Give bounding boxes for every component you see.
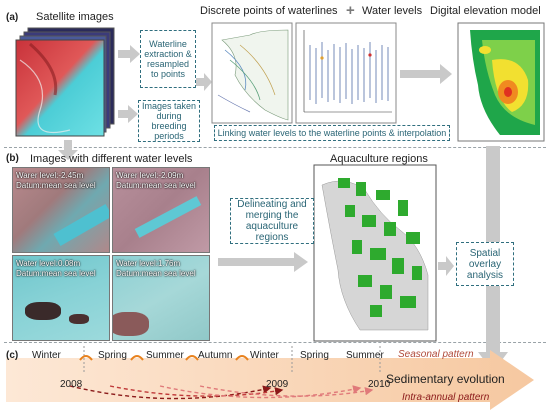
separator-bc (4, 342, 546, 343)
timeline-band (6, 346, 534, 410)
box-linking-water-levels: Linking water levels to the waterline po… (214, 125, 450, 141)
dem-map (457, 22, 545, 142)
title-images-levels: Images with different water levels (30, 153, 193, 165)
waterline-map (211, 22, 293, 124)
seasonal-arrows (79, 355, 249, 361)
thumb-water-level-3: Water level:0.08m Datum:mean sea level (12, 255, 110, 341)
water-level-plot (295, 22, 397, 124)
box-spatial-overlay: Spatial overlay analysis (456, 242, 514, 286)
aquaculture-map (313, 164, 437, 342)
season-label: Summer (346, 350, 384, 361)
year-label: 2010 (368, 379, 391, 390)
thumb-level-text: Water level:0.08m (16, 259, 81, 268)
thumb-level-text: Warer level:-2.45m (16, 171, 84, 180)
title-water-levels: Water levels (362, 5, 423, 17)
thumb-datum-text: Datum:mean sea level (16, 269, 96, 278)
sedimentary-evolution-label: Sedimentary evolution (386, 372, 505, 386)
panel-label-a: (a) (6, 12, 19, 23)
box-delineating: Delineating and merging the aquaculture … (230, 198, 314, 244)
season-label: Winter (32, 350, 61, 361)
thumb-level-text: Water level:1.76m (116, 259, 181, 268)
season-label: Spring (98, 350, 127, 361)
thumb-water-level-2: Warer level:-2.09m Datum:mean sea level (112, 167, 210, 253)
satellite-image-stack (15, 27, 115, 137)
season-label: Autumn (198, 350, 233, 361)
thumb-water-level-4: Water level:1.76m Datum:mean sea level (112, 255, 210, 341)
title-aquaculture: Aquaculture regions (330, 153, 428, 165)
box-breeding-periods: Images taken during breeding periods (138, 100, 200, 142)
title-dem: Digital elevation model (430, 5, 541, 17)
seasonal-pattern-label: Seasonal pattern (398, 349, 474, 360)
box-waterline-extraction: Waterline extraction & resampled to poin… (140, 30, 196, 88)
plus-sign: + (346, 2, 355, 19)
thumb-datum-text: Datum:mean sea level (116, 181, 196, 190)
thumb-level-text: Warer level:-2.09m (116, 171, 184, 180)
separator-ab (4, 147, 546, 148)
intra-annual-pattern-label: Intra-annual pattern (402, 392, 490, 403)
thumb-datum-text: Datum:mean sea level (16, 181, 96, 190)
season-label: Winter (250, 350, 279, 361)
panel-label-c: (c) (6, 350, 19, 361)
intra-annual-arcs (69, 385, 374, 400)
thumb-datum-text: Datum:mean sea level (116, 269, 196, 278)
season-label: Spring (300, 350, 329, 361)
season-label: Summer (146, 350, 184, 361)
thumb-water-level-1: Warer level:-2.45m Datum:mean sea level (12, 167, 110, 253)
panel-label-b: (b) (6, 153, 19, 164)
year-label: 2008 (60, 379, 83, 390)
year-label: 2009 (266, 379, 289, 390)
title-satellite-images: Satellite images (36, 11, 114, 23)
title-discrete-points: Discrete points of waterlines (200, 5, 338, 17)
